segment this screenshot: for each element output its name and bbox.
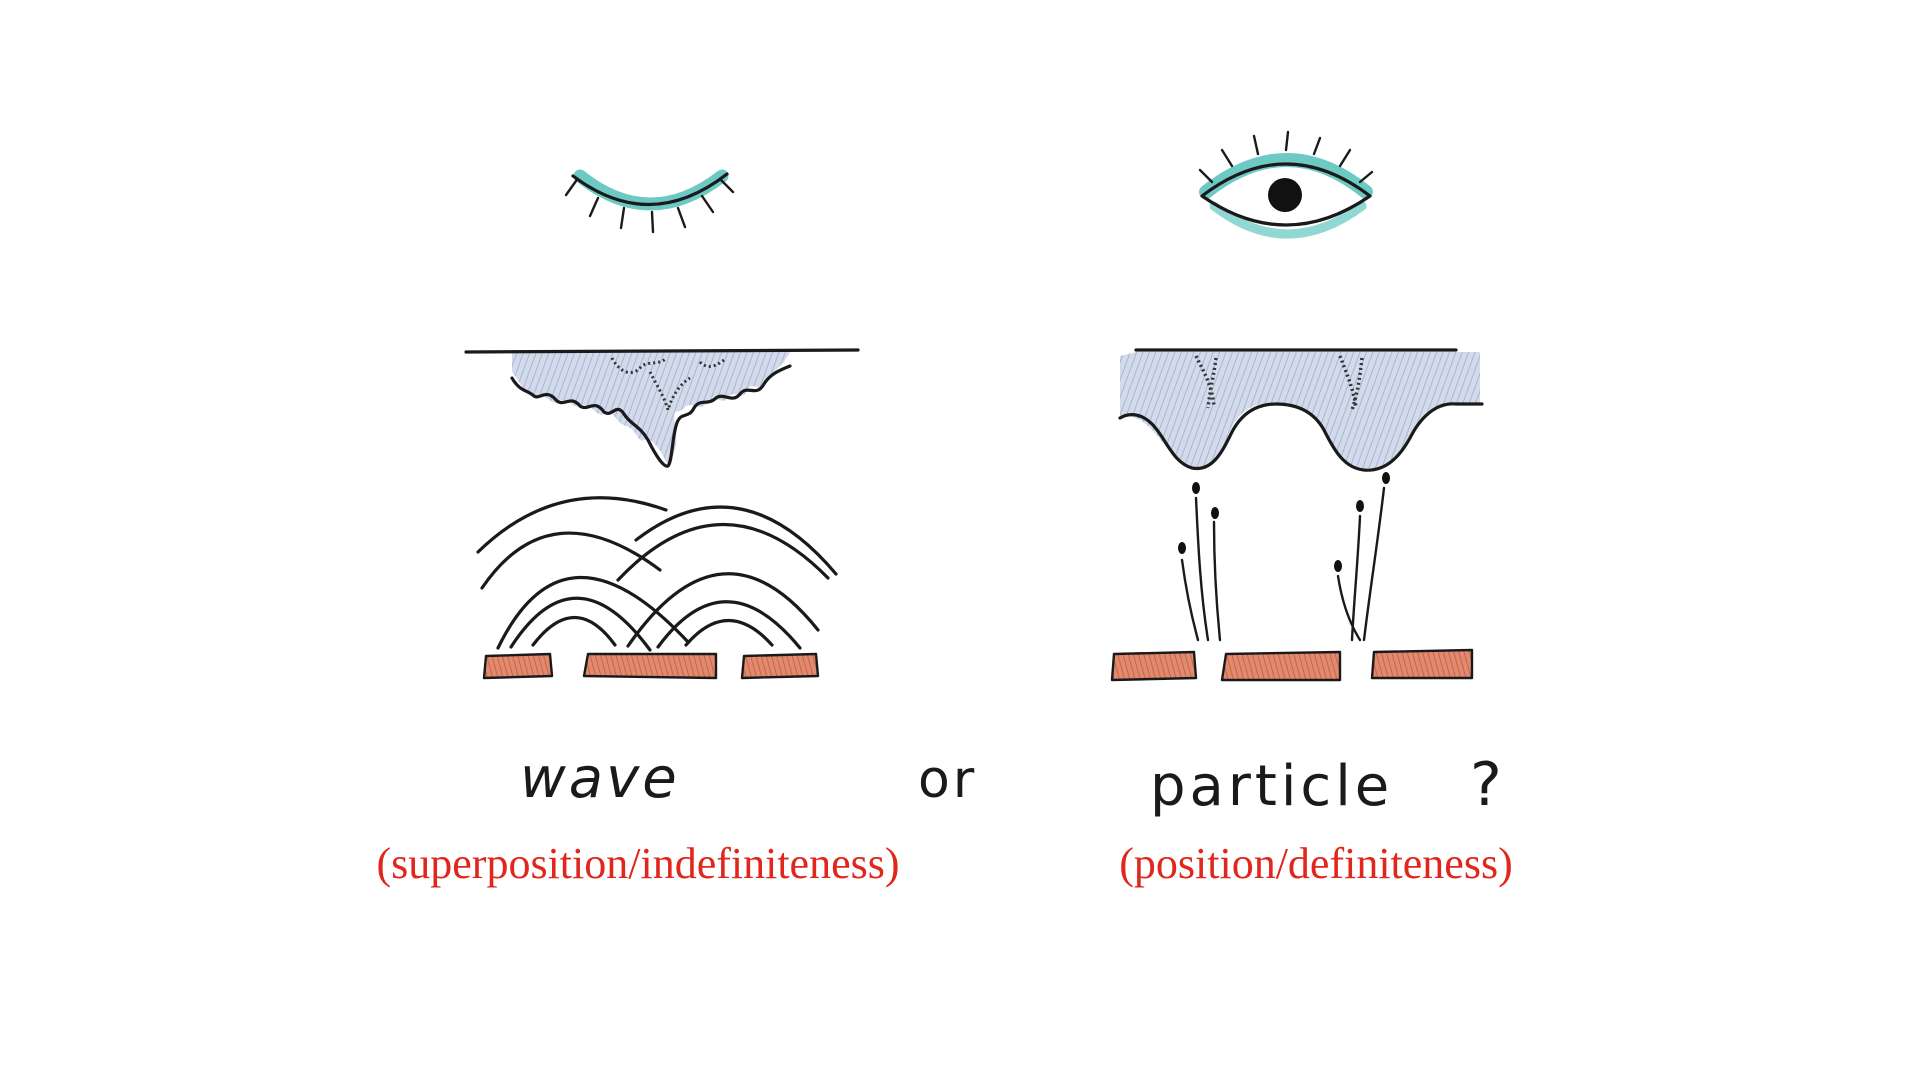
particle-caption: (position/definiteness) [1119,839,1513,888]
wave-panel [464,169,860,680]
double-slit-barrier [482,652,820,680]
particle-streaks [1178,472,1390,642]
particle-detection-screen [1118,348,1484,472]
closed-eye-icon [564,169,735,234]
wave-arcs [476,496,838,652]
particle-label: particle [1150,754,1393,819]
wave-detection-screen [464,348,860,468]
question-mark: ? [1470,750,1502,820]
wave-label: wave [520,746,680,811]
open-eye-icon [1198,130,1374,239]
particle-panel [1110,130,1484,682]
or-label: or [918,750,977,810]
wave-caption: (superposition/indefiniteness) [376,839,899,888]
double-slit-barrier [1110,648,1474,682]
